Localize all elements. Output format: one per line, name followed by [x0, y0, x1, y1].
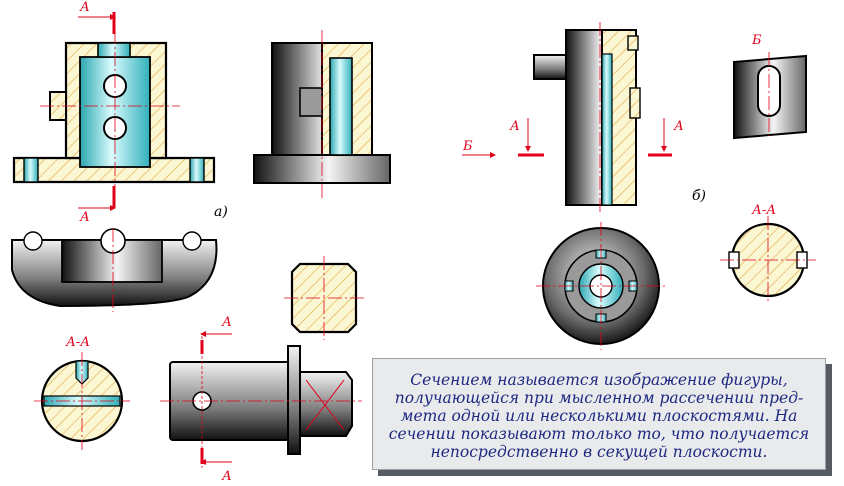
- part-b-front-view: [533, 22, 641, 212]
- cut-plane-shaft-marks: А А: [200, 315, 232, 484]
- part-a-front-section: [12, 30, 216, 200]
- square-section: [284, 256, 364, 340]
- round-section-aa-left: А-А: [34, 335, 130, 450]
- section-mark-b-right: А: [673, 119, 684, 134]
- section-mark-shaft-top: А: [221, 315, 232, 330]
- fig-label-a: а): [214, 204, 228, 220]
- section-mark-b-left: А: [509, 119, 520, 134]
- fig-label-b: б): [692, 188, 706, 204]
- note-line: непосредственно в секущей плоскости.: [430, 443, 768, 461]
- section-title-aa-left: А-А: [65, 335, 90, 350]
- cut-plane-a-marks: А А а): [78, 0, 228, 225]
- section-mark-a-top: А: [79, 0, 90, 15]
- part-b-end-view: [536, 222, 666, 350]
- part-a-top-view: [11, 228, 218, 312]
- note-line: получающейся при мысленном рассечении пр…: [394, 389, 804, 407]
- shaft-view: [160, 336, 362, 468]
- section-mark-a-bottom: А: [79, 210, 90, 225]
- section-title-aa-right: А-А: [751, 203, 776, 218]
- note-line: сечении показывают только то, что получа…: [388, 425, 810, 443]
- view-title-b: Б: [751, 33, 762, 48]
- view-arrow-b: Б: [462, 139, 473, 154]
- view-b-slot: Б: [733, 33, 807, 140]
- note-line: Сечением называется изображение фигуры,: [410, 371, 788, 389]
- definition-note: Сечением называется изображение фигуры, …: [372, 358, 826, 470]
- part-a-side-view: [253, 30, 391, 200]
- cut-plane-b-marks: А А Б б): [462, 118, 706, 204]
- note-line: мета одной или несколькими плоскостями. …: [400, 407, 798, 425]
- section-mark-shaft-bottom: А: [221, 469, 232, 484]
- round-section-aa-right: А-А: [720, 203, 816, 304]
